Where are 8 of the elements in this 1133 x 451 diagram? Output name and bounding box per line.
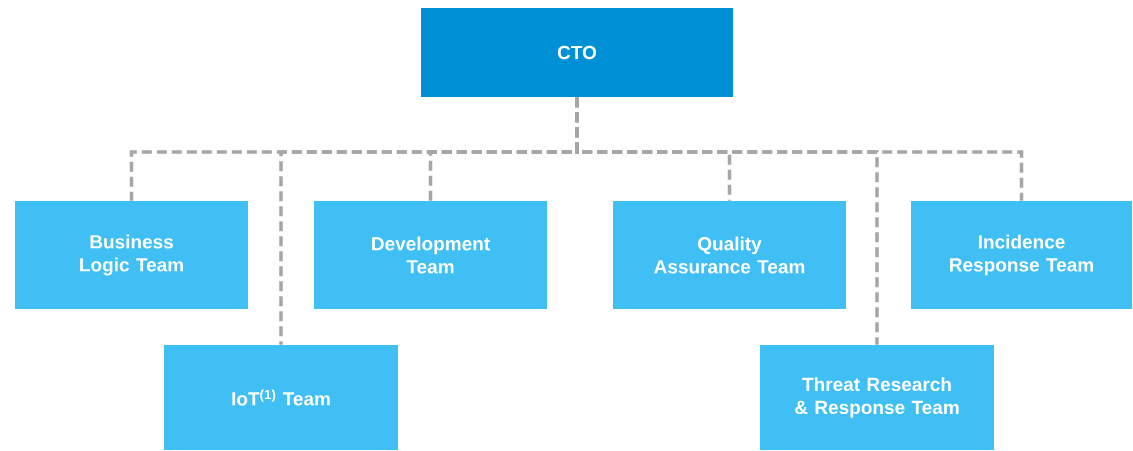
team-box: Development Team <box>314 201 547 309</box>
team-box: IoT$^{(1)}$ Team <box>164 345 398 450</box>
team-box: Threat Research & Response Team <box>760 345 994 450</box>
connector-line <box>575 97 1024 201</box>
team-box: Business Logic Team <box>15 201 248 309</box>
team-box: Quality Assurance Team <box>613 201 846 309</box>
team-box: CTO <box>421 8 733 97</box>
team-box: Incidence Response Team <box>911 201 1132 309</box>
